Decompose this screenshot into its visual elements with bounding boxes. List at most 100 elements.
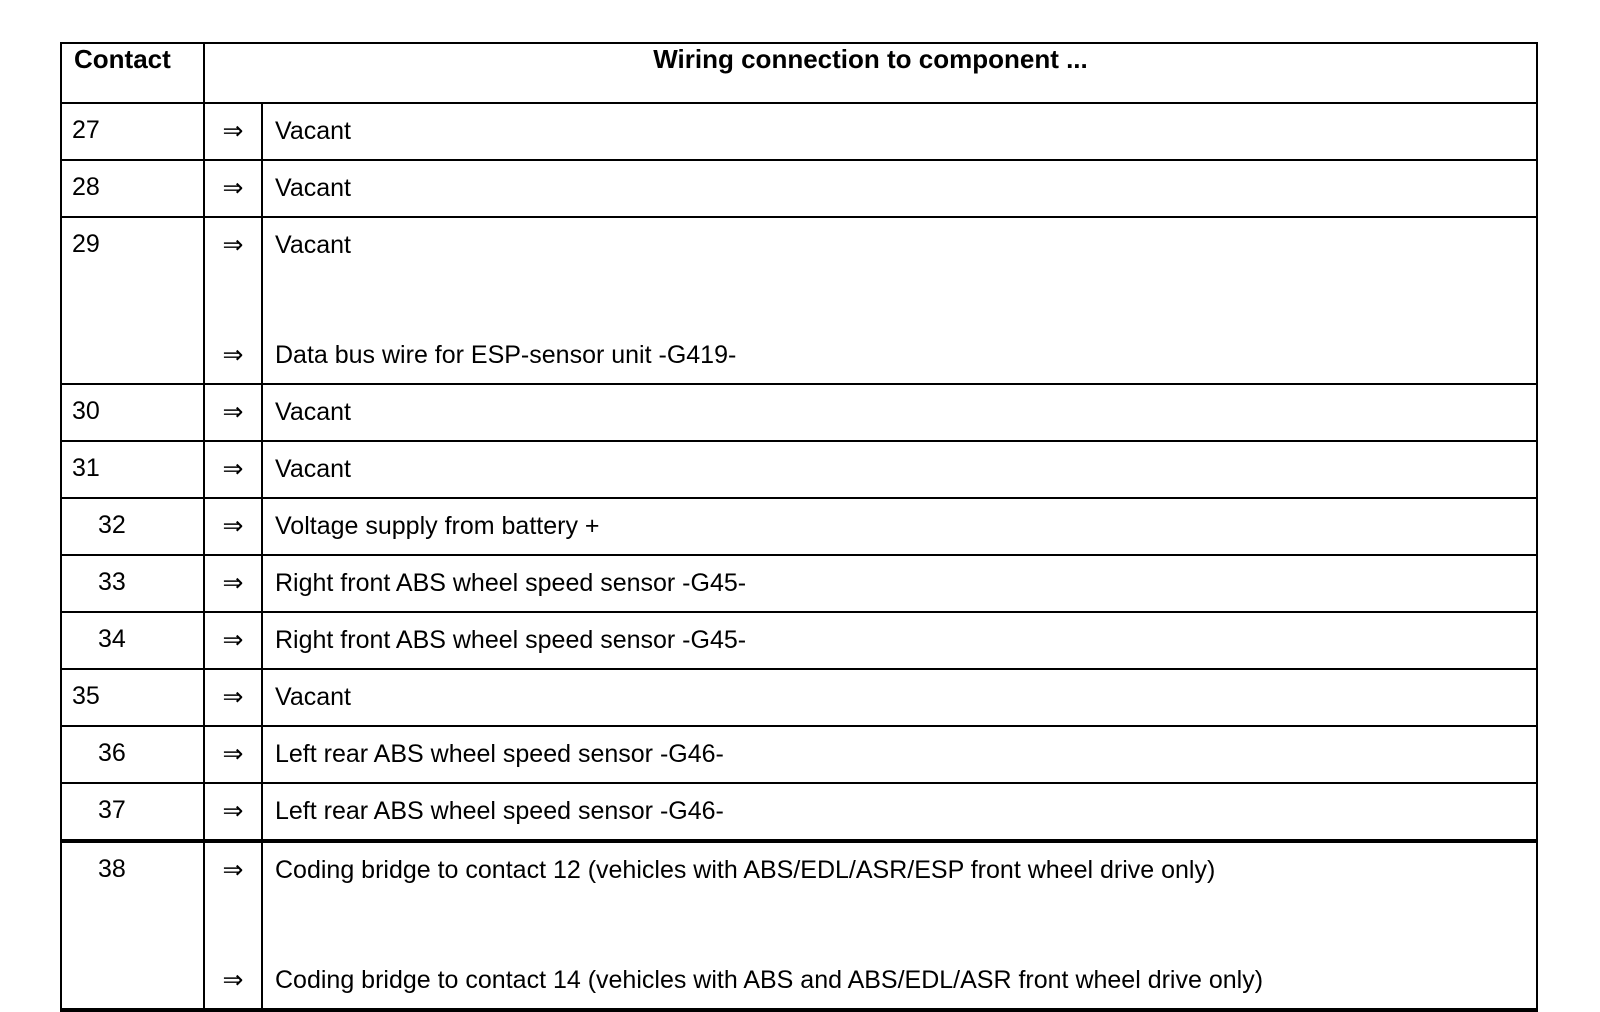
cell-description: Left rear ABS wheel speed sensor -G46-	[261, 782, 1538, 842]
double-right-arrow-icon: ⇒	[222, 398, 244, 426]
cell-arrow: ⇒	[203, 497, 263, 556]
table-header: Contact Wiring connection to component .…	[60, 42, 1538, 104]
double-right-arrow-icon: ⇒	[222, 966, 244, 994]
cell-contact-number: 28	[60, 159, 205, 218]
cell-contact-number: 27	[60, 102, 205, 161]
double-right-arrow-icon: ⇒	[222, 117, 244, 145]
description-text: Voltage supply from battery +	[275, 512, 600, 540]
contact-number: 38	[98, 855, 126, 883]
description-text: Vacant	[275, 231, 351, 259]
cell-contact-number: 36	[60, 725, 205, 784]
header-label-description: Wiring connection to component ...	[653, 44, 1088, 74]
double-right-arrow-icon: ⇒	[222, 512, 244, 540]
cell-contact-number: 34	[60, 611, 205, 670]
double-right-arrow-icon: ⇒	[222, 683, 244, 711]
row-spacer	[263, 898, 1536, 953]
header-label-contact: Contact	[74, 44, 171, 74]
page-root: Contact Wiring connection to component .…	[60, 42, 1538, 1012]
description-text: Vacant	[275, 683, 351, 711]
header-cell-description: Wiring connection to component ...	[203, 42, 1538, 104]
cell-description: Coding bridge to contact 12 (vehicles wi…	[261, 839, 1538, 1012]
table-row: 32 ⇒ Voltage supply from battery +	[60, 497, 1538, 556]
cell-arrow: ⇒	[203, 440, 263, 499]
description-text: Vacant	[275, 117, 351, 145]
description-text: Right front ABS wheel speed sensor -G45-	[275, 569, 747, 597]
double-right-arrow-icon: ⇒	[222, 231, 244, 259]
cell-contact-number: 31	[60, 440, 205, 499]
description-text: Coding bridge to contact 14 (vehicles wi…	[275, 966, 1264, 994]
table-row: 28 ⇒ Vacant	[60, 159, 1538, 218]
contact-number: 36	[98, 739, 126, 767]
contact-number: 28	[72, 173, 100, 201]
description-text: Left rear ABS wheel speed sensor -G46-	[275, 797, 724, 825]
cell-arrow: ⇒⇒	[203, 216, 263, 385]
row-spacer	[205, 273, 261, 328]
contact-number: 34	[98, 625, 126, 653]
table-row: 35 ⇒ Vacant	[60, 668, 1538, 727]
description-text: Coding bridge to contact 12 (vehicles wi…	[275, 856, 1216, 884]
table-row: 36 ⇒ Left rear ABS wheel speed sensor -G46…	[60, 725, 1538, 784]
cell-arrow: ⇒⇒	[203, 839, 263, 1012]
double-right-arrow-icon: ⇒	[222, 797, 244, 825]
description-text: Right front ABS wheel speed sensor -G45-	[275, 626, 747, 654]
contact-number: 33	[98, 568, 126, 596]
cell-arrow: ⇒	[203, 159, 263, 218]
double-right-arrow-icon: ⇒	[222, 740, 244, 768]
cell-arrow: ⇒	[203, 725, 263, 784]
cell-contact-number: 38	[60, 839, 205, 1012]
description-text: Data bus wire for ESP-sensor unit -G419-	[275, 341, 737, 369]
cell-arrow: ⇒	[203, 102, 263, 161]
description-text: Vacant	[275, 455, 351, 483]
double-right-arrow-icon: ⇒	[222, 569, 244, 597]
wiring-connection-table: Contact Wiring connection to component .…	[60, 42, 1538, 1012]
header-cell-contact: Contact	[60, 42, 205, 104]
double-right-arrow-icon: ⇒	[222, 455, 244, 483]
row-spacer	[205, 898, 261, 953]
contact-number: 30	[72, 397, 100, 425]
row-spacer	[263, 273, 1536, 328]
double-right-arrow-icon: ⇒	[222, 856, 244, 884]
cell-contact-number: 33	[60, 554, 205, 613]
cell-description: Vacant	[261, 440, 1538, 499]
cell-arrow: ⇒	[203, 554, 263, 613]
cell-arrow: ⇒	[203, 611, 263, 670]
cell-description: Voltage supply from battery +	[261, 497, 1538, 556]
cell-contact-number: 29	[60, 216, 205, 385]
cell-contact-number: 35	[60, 668, 205, 727]
table-row: 37 ⇒ Left rear ABS wheel speed sensor -G46…	[60, 782, 1538, 842]
double-right-arrow-icon: ⇒	[222, 626, 244, 654]
table-row: 38⇒⇒Coding bridge to contact 12 (vehicle…	[60, 839, 1538, 1012]
contact-number: 29	[72, 230, 100, 258]
cell-description: Vacant	[261, 159, 1538, 218]
contact-number: 31	[72, 454, 100, 482]
description-text: Vacant	[275, 174, 351, 202]
cell-contact-number: 32	[60, 497, 205, 556]
header-row: Contact Wiring connection to component .…	[60, 42, 1538, 104]
contact-number: 35	[72, 682, 100, 710]
table-row: 31 ⇒ Vacant	[60, 440, 1538, 499]
contact-number: 37	[98, 796, 126, 824]
contact-number: 27	[72, 116, 100, 144]
table-row: 27 ⇒ Vacant	[60, 102, 1538, 161]
cell-description: Vacant	[261, 383, 1538, 442]
cell-contact-number: 30	[60, 383, 205, 442]
contact-number: 32	[98, 511, 126, 539]
cell-description: Right front ABS wheel speed sensor -G45-	[261, 554, 1538, 613]
description-text: Left rear ABS wheel speed sensor -G46-	[275, 740, 724, 768]
table-row: 33 ⇒ Right front ABS wheel speed sensor -G…	[60, 554, 1538, 613]
double-right-arrow-icon: ⇒	[222, 174, 244, 202]
cell-description: Vacant	[261, 668, 1538, 727]
table-row: 30 ⇒ Vacant	[60, 383, 1538, 442]
cell-arrow: ⇒	[203, 782, 263, 842]
cell-description: Left rear ABS wheel speed sensor -G46-	[261, 725, 1538, 784]
description-text: Vacant	[275, 398, 351, 426]
double-right-arrow-icon: ⇒	[222, 341, 244, 369]
cell-arrow: ⇒	[203, 383, 263, 442]
cell-contact-number: 37	[60, 782, 205, 842]
cell-description: Right front ABS wheel speed sensor -G45-	[261, 611, 1538, 670]
cell-arrow: ⇒	[203, 668, 263, 727]
cell-description: Vacant	[261, 102, 1538, 161]
